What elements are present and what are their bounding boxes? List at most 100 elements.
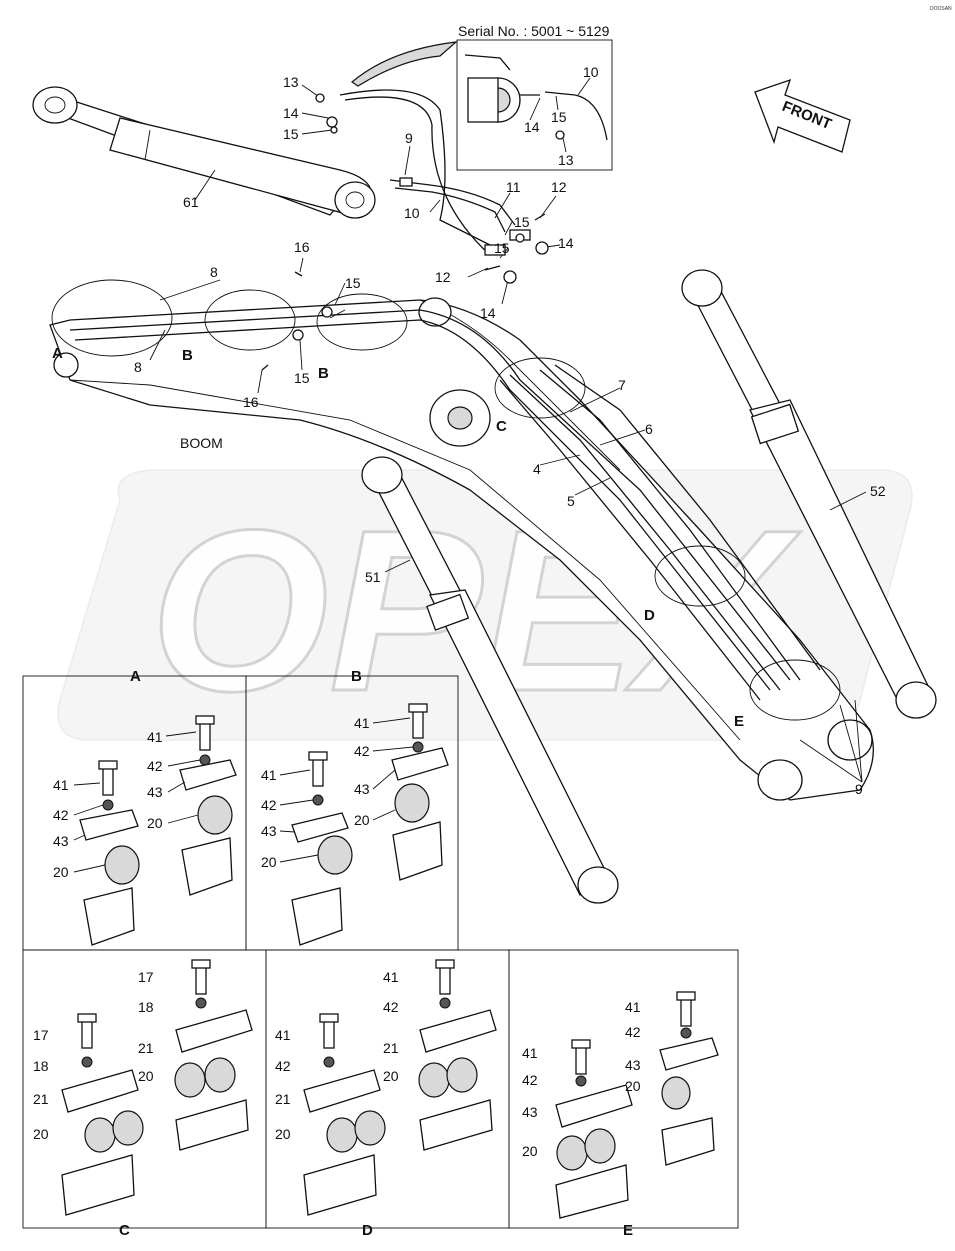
part-16: 16 — [294, 239, 310, 255]
detail-b-43-bottom: 43 — [261, 823, 277, 839]
detail-d-20-top: 20 — [383, 1068, 399, 1084]
detail-b-41-top: 41 — [354, 715, 370, 731]
detail-title-a: A — [130, 668, 141, 685]
detail-title-c: C — [119, 1222, 130, 1239]
detail-c-18-bottom: 18 — [33, 1058, 49, 1074]
detail-b-43-top: 43 — [354, 781, 370, 797]
callout-b-circle-1 — [204, 289, 296, 351]
detail-e-43-top: 43 — [625, 1057, 641, 1073]
detail-d-41-top: 41 — [383, 969, 399, 985]
detail-c-parts — [61, 959, 253, 1216]
callout-d-circle — [654, 545, 746, 607]
part-4: 4 — [533, 461, 541, 477]
detail-title-e: E — [623, 1222, 633, 1239]
corner-mark: DOOSAN — [930, 6, 952, 12]
part-14-inset: 14 — [524, 119, 540, 135]
pipe-7 — [554, 364, 821, 671]
detail-c-21-top: 21 — [138, 1040, 154, 1056]
pipe-6 — [539, 369, 801, 681]
detail-a-41-bottom: 41 — [53, 777, 69, 793]
detail-e-parts — [555, 991, 719, 1219]
detail-b-42-top: 42 — [354, 743, 370, 759]
detail-a-42-top: 42 — [147, 758, 163, 774]
boom-cylinder-51 — [361, 456, 619, 904]
arm-cylinder — [32, 86, 376, 219]
pipe-8 — [69, 309, 791, 681]
marker-b-2: B — [318, 365, 329, 382]
marker-a: A — [52, 345, 63, 362]
serial-inset — [351, 39, 613, 171]
detail-e-42-top: 42 — [625, 1024, 641, 1040]
detail-c-21-bottom: 21 — [33, 1091, 49, 1107]
part-12b: 12 — [435, 269, 451, 285]
detail-d-21-top: 21 — [383, 1040, 399, 1056]
callout-c-circle — [494, 357, 586, 419]
detail-b-20-bottom: 20 — [261, 854, 277, 870]
detail-b-20-top: 20 — [354, 812, 370, 828]
part-15e: 15 — [294, 370, 310, 386]
marker-e: E — [734, 713, 744, 730]
detail-a-41-top: 41 — [147, 729, 163, 745]
labels: Serial No. : 5001 ~ 5129 61 13 14 15 9 1… — [33, 23, 886, 1239]
front-arrow: FRONT — [754, 78, 851, 153]
detail-e-41-bottom: 41 — [522, 1045, 538, 1061]
part-52: 52 — [870, 483, 886, 499]
part-13-inset: 13 — [558, 152, 574, 168]
hose-10 — [339, 89, 501, 251]
pipe-4 — [499, 379, 761, 701]
detail-a-20-bottom: 20 — [53, 864, 69, 880]
part-15b: 15 — [514, 214, 530, 230]
pipe-5 — [509, 374, 781, 691]
detail-c-18-top: 18 — [138, 999, 154, 1015]
serial-number-label: Serial No. : 5001 ~ 5129 — [458, 23, 610, 39]
part-15-inset: 15 — [551, 109, 567, 125]
marker-b-1: B — [182, 347, 193, 364]
detail-a-20-top: 20 — [147, 815, 163, 831]
marker-c: C — [496, 418, 507, 435]
part-15: 15 — [283, 126, 299, 142]
part-14: 14 — [283, 105, 299, 121]
detail-d-41-bottom: 41 — [275, 1027, 291, 1043]
detail-b-parts — [291, 703, 449, 946]
part-10-inset: 10 — [583, 64, 599, 80]
main-hardware — [261, 93, 549, 371]
marker-d: D — [644, 607, 655, 624]
part-10: 10 — [404, 205, 420, 221]
hose-11 — [389, 179, 516, 226]
part-7: 7 — [618, 377, 626, 393]
part-8: 8 — [210, 264, 218, 280]
boom-body — [49, 297, 874, 801]
part-11: 11 — [506, 179, 521, 195]
detail-e-42-bottom: 42 — [522, 1072, 538, 1088]
detail-title-b: B — [351, 668, 362, 685]
detail-c-17-top: 17 — [138, 969, 154, 985]
detail-e-43-bottom: 43 — [522, 1104, 538, 1120]
detail-d-42-bottom: 42 — [275, 1058, 291, 1074]
detail-d-20-bottom: 20 — [275, 1126, 291, 1142]
detail-a-42-bottom: 42 — [53, 807, 69, 823]
detail-a-parts — [79, 715, 237, 946]
detail-c-20-top: 20 — [138, 1068, 154, 1084]
part-16b: 16 — [243, 394, 259, 410]
part-8b: 8 — [134, 359, 142, 375]
detail-e-20-top: 20 — [625, 1078, 641, 1094]
detail-c-20-bottom: 20 — [33, 1126, 49, 1142]
detail-b-41-bottom: 41 — [261, 767, 277, 783]
part-9b: 9 — [855, 781, 863, 797]
detail-d-42-top: 42 — [383, 999, 399, 1015]
part-61: 61 — [183, 194, 199, 210]
part-5: 5 — [567, 493, 575, 509]
part-15c: 15 — [494, 240, 510, 256]
part-14c: 14 — [480, 305, 496, 321]
boom-label: BOOM — [180, 435, 223, 451]
part-6: 6 — [645, 421, 653, 437]
callout-b-circle-2 — [316, 293, 408, 351]
part-51: 51 — [365, 569, 381, 585]
part-9: 9 — [405, 130, 413, 146]
callout-a-circle — [51, 279, 173, 357]
detail-frames — [22, 675, 739, 1229]
inset-pointer-arrow — [351, 41, 458, 87]
callout-e-circle — [749, 659, 841, 721]
boom-cylinder-52 — [681, 269, 937, 719]
